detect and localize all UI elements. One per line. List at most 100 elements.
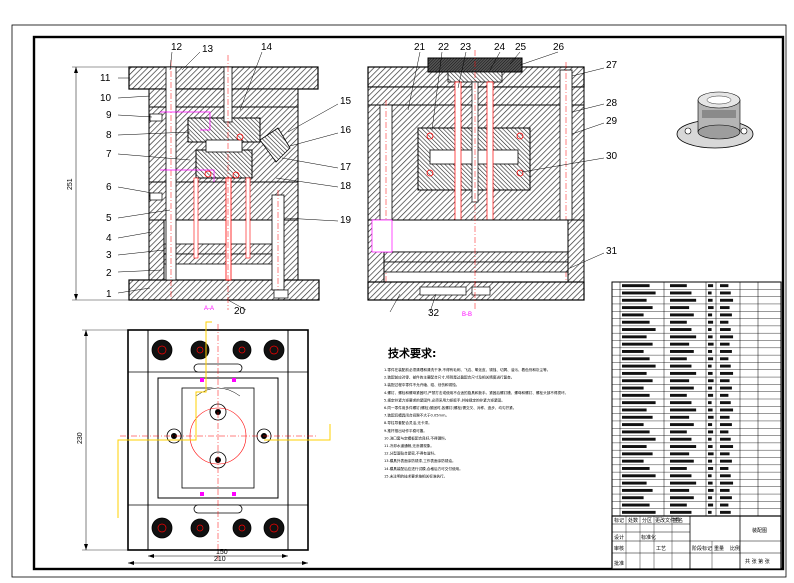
technical-requirements: 技术要求: 1.零件在装配前必须清理和清洗干净,不得有毛刺、飞边、氧化皮、锈蚀、…: [384, 346, 568, 478]
parts-row-entry: [622, 350, 644, 353]
parts-row-entry: [720, 408, 734, 412]
tech-req-line: 15.未注明的技术要求按相关标准执行。: [384, 473, 447, 478]
parts-row-entry: [720, 328, 731, 331]
parts-row-entry: [622, 474, 656, 478]
callout-28: 28: [606, 98, 618, 109]
tb-change-doc: 更改文件号: [655, 517, 680, 524]
callout-23: 23: [460, 42, 472, 53]
parts-row-entry: [670, 459, 694, 463]
callout-17: 17: [340, 162, 352, 173]
tb-approve: 批准: [614, 560, 624, 567]
parts-row-entry: [670, 335, 697, 339]
parts-row-entry: [670, 503, 687, 507]
parts-row-entry: [708, 284, 714, 288]
parts-row-entry: [670, 350, 694, 353]
section-tag-a: A-A: [204, 306, 214, 312]
parts-row-entry: [622, 357, 650, 361]
parts-row-entry: [670, 423, 694, 427]
parts-row-entry: [708, 306, 714, 310]
callout-27: 27: [606, 60, 618, 71]
parts-row-entry: [720, 313, 732, 317]
parts-row-entry: [720, 306, 730, 310]
tech-req-line: 14.模具装配后应进行试模,合格后方可交付使用。: [384, 466, 463, 471]
parts-row-entry: [670, 342, 690, 346]
callout-14: 14: [261, 42, 273, 53]
tech-req-line: 11.冷却水道通畅,无渗漏现象。: [384, 443, 434, 448]
dimension-front-height: 251: [67, 66, 129, 301]
callout-31: 31: [606, 246, 618, 257]
parts-row-entry: [708, 445, 713, 448]
callout-1: 1: [106, 289, 112, 300]
callout-labels-left: 1 2 3 4 5 6 7 8 9 10 11 12 13 14 15 16 1…: [100, 42, 352, 317]
parts-row-entry: [670, 320, 687, 324]
parts-row-entry: [622, 335, 647, 339]
parts-row-entry: [720, 342, 730, 346]
tb-review: 审核: [614, 545, 624, 552]
callout-7: 7: [106, 149, 112, 160]
parts-row-entry: [622, 320, 650, 324]
parts-row-entry: [670, 445, 697, 448]
parts-row-entry: [622, 445, 647, 448]
isometric-part-view: [676, 91, 754, 149]
parts-row-entry: [708, 386, 713, 390]
parts-row-entry: [622, 371, 647, 375]
callout-6: 6: [106, 182, 112, 193]
parts-row-entry: [622, 452, 653, 456]
parts-row-entry: [670, 430, 687, 434]
side-section-view: [367, 50, 585, 310]
parts-row-entry: [708, 467, 714, 470]
tech-req-lines: 1.零件在装配前必须清理和清洗干净,不得有毛刺、飞边、氧化皮、锈蚀、切屑、油污、…: [384, 367, 568, 478]
parts-row-entry: [670, 415, 690, 419]
parts-row-entry: [622, 328, 656, 331]
callout-2: 2: [106, 268, 112, 279]
parts-row-entry: [622, 379, 653, 383]
parts-row-entry: [622, 284, 650, 288]
dimension-plan: 230 150 210: [77, 329, 308, 565]
tech-req-line: 9.推杆推出动作平稳可靠。: [384, 428, 427, 433]
parts-row-entry: [708, 415, 714, 419]
title-block: 标记 处数 分区 更改文件号 签名 设计 标准化 审核 批准 工艺 阶段标记 重…: [611, 515, 782, 570]
parts-row-entry: [708, 408, 713, 412]
tech-req-line: 6.同一零件用多件螺钉(螺栓)紧固时,各螺钉(螺栓)需交叉、对称、逐步、均匀拧紧…: [384, 405, 516, 410]
parts-row-entry: [708, 430, 714, 434]
parts-row-entry: [720, 401, 731, 405]
tech-req-line: 10.浇口套与定模板配合良好,不得漏料。: [384, 435, 448, 440]
parts-row-entry: [720, 437, 731, 441]
parts-row-entry: [622, 430, 650, 434]
parts-row-entry: [708, 364, 712, 368]
parts-row-entry: [708, 350, 713, 353]
callout-30: 30: [606, 151, 618, 162]
parts-row-entry: [708, 393, 714, 397]
parts-row-entry: [720, 430, 729, 434]
parts-row-entry: [720, 291, 731, 295]
tb-sheet: 共 张 第 张: [745, 558, 770, 565]
parts-row-entry: [720, 386, 732, 390]
parts-row-entry: [622, 306, 653, 310]
callout-19: 19: [340, 215, 352, 226]
parts-row-entry: [708, 313, 713, 317]
tb-weight: 重量: [714, 545, 724, 552]
parts-row-entry: [670, 481, 697, 485]
tech-req-line: 7.装配后模具闭合间隙不大于0.05mm。: [384, 413, 449, 418]
tb-sign: 签名: [673, 517, 683, 524]
callout-4: 4: [106, 233, 112, 244]
dim-label-230: 230: [77, 432, 84, 444]
parts-row-entry: [622, 298, 647, 302]
parts-row-entry: [720, 371, 734, 375]
parts-row-entry: [622, 496, 644, 500]
parts-row-entry: [622, 386, 644, 390]
parts-row-entry: [708, 379, 714, 383]
parts-row-entry: [670, 371, 697, 375]
parts-row-entry: [670, 306, 690, 310]
tb-mark: 标记: [614, 517, 624, 524]
parts-row-entry: [670, 379, 690, 383]
parts-row-entry: [670, 437, 692, 441]
parts-row-entry: [720, 320, 729, 324]
callout-29: 29: [606, 116, 618, 127]
callouts-left: [117, 51, 339, 311]
parts-row-entry: [720, 379, 730, 383]
parts-row-entry: [720, 298, 734, 302]
callout-32: 32: [428, 308, 440, 319]
callout-labels-right: 21 22 23 24 25 26 27 28 29 30 31 32 B-B: [414, 42, 618, 319]
